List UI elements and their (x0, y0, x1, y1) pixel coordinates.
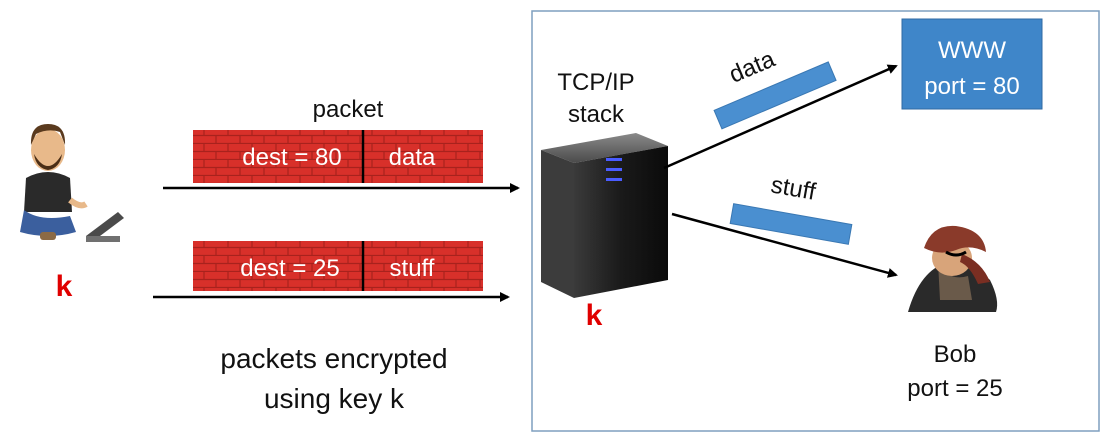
packet-2-brick (193, 241, 483, 291)
packet-label: packet (313, 96, 384, 123)
server-label-line-1: TCP/IP (557, 69, 634, 96)
stuff-bar (729, 203, 853, 245)
sender-person-icon (20, 124, 124, 242)
packet-1-brick (193, 130, 483, 183)
sender-key: k (56, 270, 73, 303)
bob-person-icon (908, 225, 998, 312)
packet-2-payload: stuff (390, 255, 435, 282)
packet-1-payload: data (389, 144, 436, 171)
server-label-line-2: stack (568, 101, 625, 128)
data-bar (713, 61, 837, 130)
server-icon (541, 133, 668, 298)
packet-1-dest: dest = 80 (242, 144, 341, 171)
bob-name: Bob (934, 341, 977, 368)
caption-line-2: using key k (264, 383, 405, 414)
www-port: port = 80 (924, 73, 1019, 100)
packet-2-dest: dest = 25 (240, 255, 339, 282)
packet-1: dest = 80 data (193, 130, 483, 183)
arrow-to-bob (671, 212, 898, 278)
www-box: WWW port = 80 (901, 18, 1043, 110)
arrow-to-www (663, 64, 898, 170)
stuff-bar-label: stuff (769, 171, 818, 205)
bob-port: port = 25 (907, 375, 1002, 402)
server-side-frame (531, 10, 1100, 432)
packet-2: dest = 25 stuff (193, 241, 483, 291)
server-key: k (586, 299, 603, 332)
data-bar-label: data (725, 45, 779, 88)
caption-line-1: packets encrypted (220, 343, 447, 374)
www-label: WWW (938, 37, 1006, 64)
